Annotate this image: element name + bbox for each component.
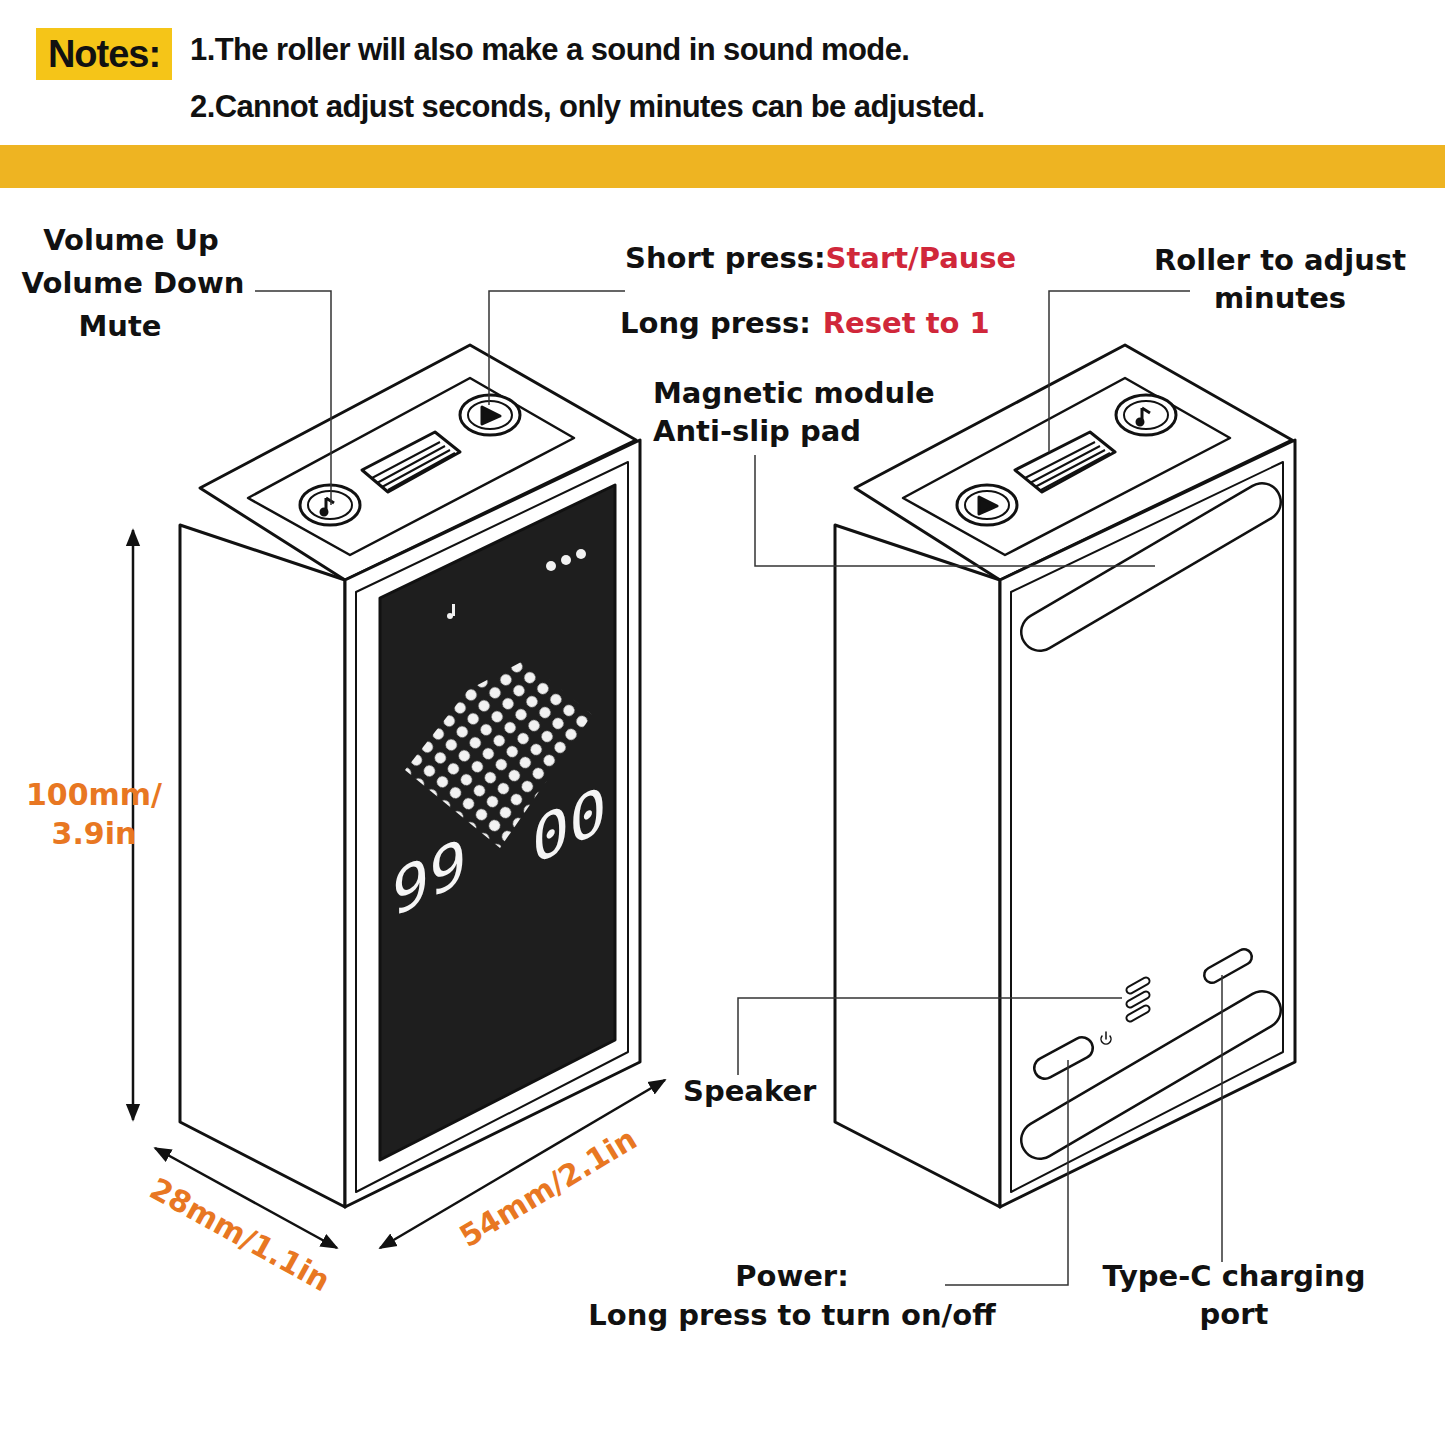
part-label: Long press to turn on/off (542, 1297, 1042, 1335)
note-text: 2.Cannot adjust seconds, only minutes ca… (190, 87, 984, 127)
dimension-arrows (133, 530, 665, 1248)
label-row: Short press:Start/Pause (625, 240, 1016, 278)
button-label: Volume Up (0, 222, 262, 260)
button-label: Long press: (620, 305, 811, 343)
note-tag: Notes: (36, 28, 172, 80)
left-device (180, 345, 640, 1207)
note-heading: Notes: (48, 33, 160, 76)
part-label: Type-C charging port (1098, 1258, 1370, 1333)
part-label: Magnetic module Anti-slip pad (653, 375, 953, 450)
dimension-label: 100mm/ 3.9in (10, 775, 178, 853)
note-text: 1.The roller will also make a sound in s… (190, 30, 909, 70)
button-label: Volume Down (0, 265, 266, 303)
anti-slip-pads (1040, 502, 1262, 1140)
part-label: Roller to adjust minutes (1130, 242, 1430, 317)
button-function: Start/Pause (826, 240, 1017, 278)
leader-lines (255, 291, 1222, 1285)
header-band (0, 145, 1445, 188)
right-device (835, 345, 1295, 1207)
button-label: Mute (0, 308, 240, 346)
button-label: Short press: (625, 240, 826, 278)
part-label: Power: (592, 1258, 992, 1296)
label-row: Long press: Reset to 1 (620, 305, 990, 343)
button-function: Reset to 1 (823, 305, 990, 343)
status-icons (447, 549, 586, 619)
part-label: Speaker (683, 1073, 816, 1111)
